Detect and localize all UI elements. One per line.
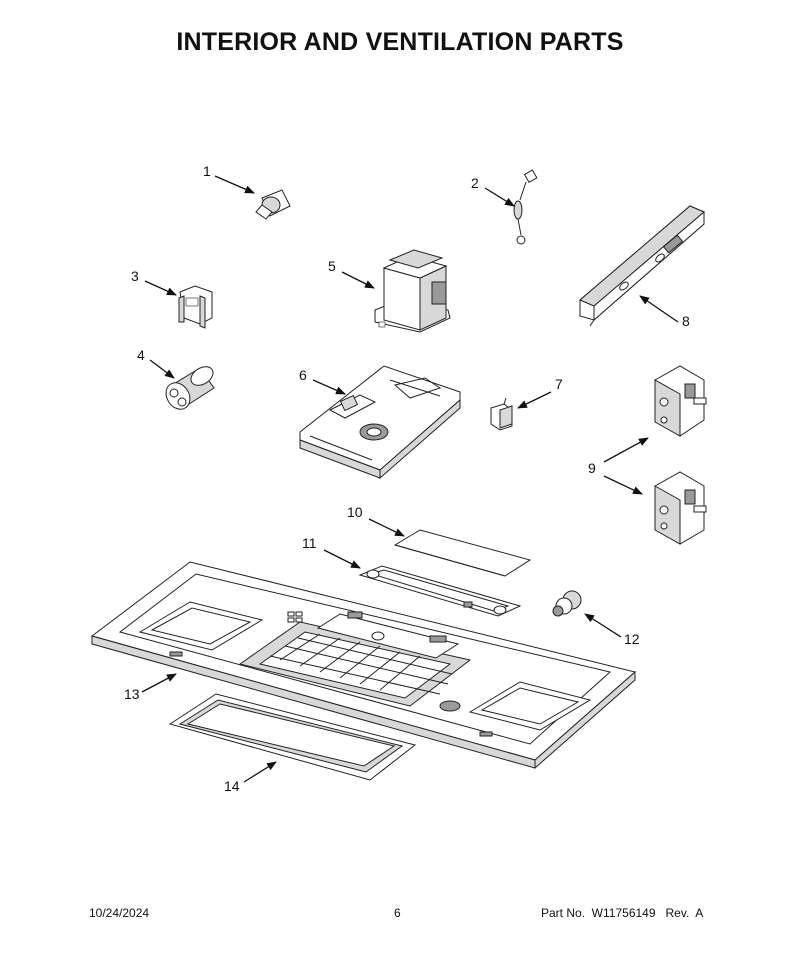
part-1-thermal-cutoff [255, 189, 291, 220]
callout-11: 11 [302, 535, 317, 551]
part-14-filter-frame [168, 693, 417, 781]
callout-1: 1 [203, 163, 211, 179]
part-6-mounting-plate [299, 365, 461, 480]
part-12-bushing [552, 590, 582, 617]
callout-7: 7 [555, 376, 563, 392]
part-3-bracket [178, 285, 213, 329]
callout-9: 9 [588, 460, 596, 476]
part-2-diode [513, 169, 538, 245]
page-title: INTERIOR AND VENTILATION PARTS [176, 28, 624, 56]
callout-13: 13 [124, 686, 140, 702]
part-9-switch-upper [654, 365, 707, 437]
part-11-frame-plate [358, 565, 522, 617]
part-9-switch-lower [654, 471, 707, 545]
part-13-cavity-base [90, 561, 637, 770]
part-10-cover-panel [393, 529, 532, 577]
callout-6: 6 [299, 367, 307, 383]
callout-8: 8 [682, 313, 690, 329]
callout-10: 10 [347, 504, 363, 520]
part-8-rail [579, 205, 705, 327]
footer-page-number: 6 [394, 906, 401, 920]
callout-14: 14 [224, 778, 240, 794]
part-4-capacitor [165, 366, 215, 410]
callout-12: 12 [624, 631, 640, 647]
footer-part-number: Part No. W11756149 Rev. A [541, 906, 704, 920]
callout-5: 5 [328, 258, 336, 274]
part-5-transformer [374, 249, 451, 333]
footer-date: 10/24/2024 [89, 906, 150, 920]
part-7-small-bracket [490, 397, 513, 431]
callout-2: 2 [471, 175, 479, 191]
callout-4: 4 [137, 347, 145, 363]
callout-3: 3 [131, 268, 139, 284]
